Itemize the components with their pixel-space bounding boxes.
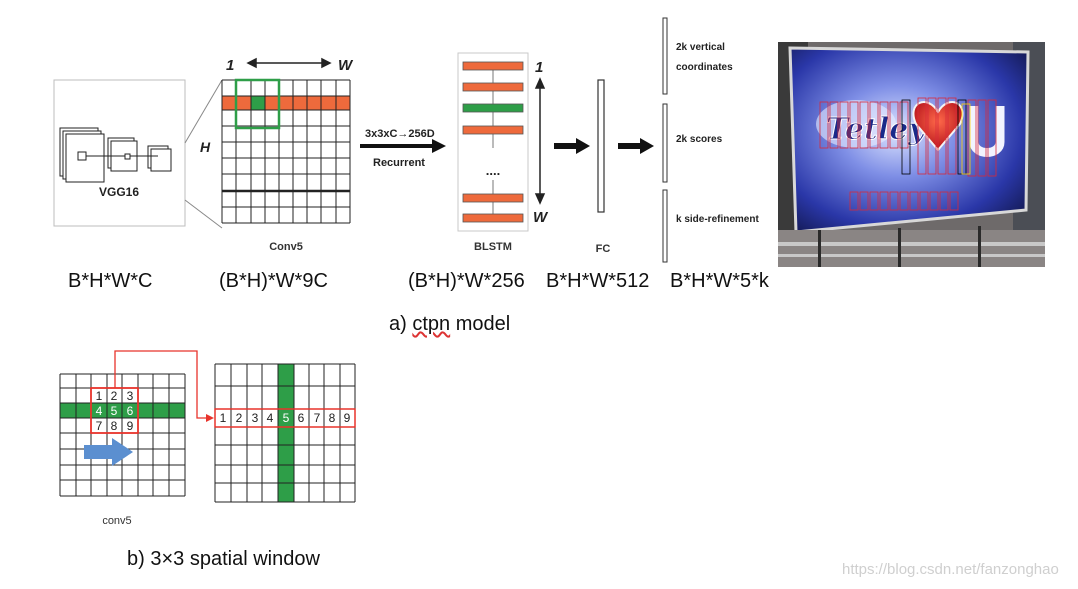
flattened-vector-outline bbox=[214, 408, 356, 428]
caption-b: b) 3×3 spatial window bbox=[127, 548, 320, 570]
vector-number-3: 3 bbox=[252, 411, 259, 425]
vgg16-feature-stack bbox=[59, 127, 172, 183]
vector-number-4: 4 bbox=[267, 411, 274, 425]
arrow-label-bottom: Recurrent bbox=[373, 157, 425, 169]
dim-final-output: B*H*W*5*k bbox=[670, 270, 769, 292]
output-vertical-coordinates-bar bbox=[662, 17, 668, 95]
dim-vgg-output: B*H*W*C bbox=[68, 270, 153, 292]
fc-to-outputs-arrow bbox=[618, 138, 654, 154]
output-scores: 2k scores bbox=[676, 134, 723, 145]
window-number-1: 1 bbox=[96, 389, 103, 403]
blstm-to-fc-arrow bbox=[554, 138, 590, 154]
conv5-feature-grid bbox=[221, 78, 351, 224]
output-side-refinement-bar bbox=[662, 189, 668, 263]
blstm-label: BLSTM bbox=[474, 241, 512, 253]
conv5-axis-h: H bbox=[200, 139, 211, 155]
window-number-7: 7 bbox=[96, 419, 103, 433]
vector-number-8: 8 bbox=[329, 411, 336, 425]
blstm-axis-one: 1 bbox=[535, 59, 543, 76]
fc-layer bbox=[597, 79, 605, 213]
vector-number-5: 5 bbox=[283, 411, 290, 425]
conv5-3x3-window bbox=[234, 78, 281, 130]
conv5-to-blstm-arrow bbox=[360, 139, 446, 153]
window-number-8: 8 bbox=[111, 419, 118, 433]
window-conv5-label: conv5 bbox=[102, 515, 131, 527]
blstm-axis-w: W bbox=[533, 209, 549, 226]
vgg16-label: VGG16 bbox=[99, 185, 139, 199]
vector-number-7: 7 bbox=[314, 411, 321, 425]
conv5-axis-w: W bbox=[338, 57, 354, 74]
connector-arrowhead bbox=[206, 414, 214, 422]
arrow-label-top: 3x3xC→256D bbox=[365, 128, 435, 140]
conv5-width-arrow bbox=[246, 57, 332, 69]
watermark: https://blog.csdn.net/fanzonghao bbox=[842, 561, 1059, 578]
dim-blstm-output: (B*H)*W*256 bbox=[408, 270, 525, 292]
caption-a: a) ctpn model bbox=[389, 313, 510, 336]
flattened-feature-grid bbox=[214, 363, 356, 503]
caption-a-prefix: a) bbox=[389, 313, 413, 335]
window-to-vector-connector bbox=[114, 350, 207, 419]
blstm-cells bbox=[462, 61, 524, 223]
dim-fc-output: B*H*W*512 bbox=[546, 270, 650, 292]
caption-a-suffix: model bbox=[450, 313, 511, 335]
flattened-numbers: 1 2 3 4 5 6 7 8 9 bbox=[220, 411, 351, 425]
output-vertical-coordinates-line1: 2k vertical bbox=[676, 42, 725, 53]
conv5-label: Conv5 bbox=[269, 241, 303, 253]
window-numbers: 1 2 3 4 5 6 7 8 9 bbox=[96, 389, 134, 433]
projection-line-bottom bbox=[184, 199, 223, 229]
output-scores-bar bbox=[662, 103, 668, 183]
vector-number-1: 1 bbox=[220, 411, 227, 425]
window-number-5: 5 bbox=[111, 404, 118, 418]
window-number-3: 3 bbox=[127, 389, 134, 403]
billboard-photo: Tetley bbox=[778, 42, 1045, 267]
vector-number-2: 2 bbox=[236, 411, 243, 425]
output-side-refinement: k side-refinement bbox=[676, 214, 759, 225]
window-number-4: 4 bbox=[96, 404, 103, 418]
projection-line-top bbox=[184, 79, 223, 144]
window-conv5-grid bbox=[59, 373, 186, 497]
conv5-axis-one: 1 bbox=[226, 57, 234, 74]
vector-number-9: 9 bbox=[344, 411, 351, 425]
fc-label: FC bbox=[596, 243, 611, 255]
window-number-6: 6 bbox=[127, 404, 134, 418]
caption-a-model-name: ctpn bbox=[412, 313, 451, 335]
output-vertical-coordinates-line2: coordinates bbox=[676, 62, 733, 73]
blstm-dots: .... bbox=[486, 163, 500, 178]
dim-conv5-window: (B*H)*W*9C bbox=[219, 270, 328, 292]
slide-direction-arrow bbox=[84, 438, 133, 466]
window-number-9: 9 bbox=[127, 419, 134, 433]
blstm-sequence-arrow bbox=[534, 77, 546, 205]
billboard-brand-text: Tetley bbox=[826, 112, 928, 147]
vector-number-6: 6 bbox=[298, 411, 305, 425]
window-number-2: 2 bbox=[111, 389, 118, 403]
